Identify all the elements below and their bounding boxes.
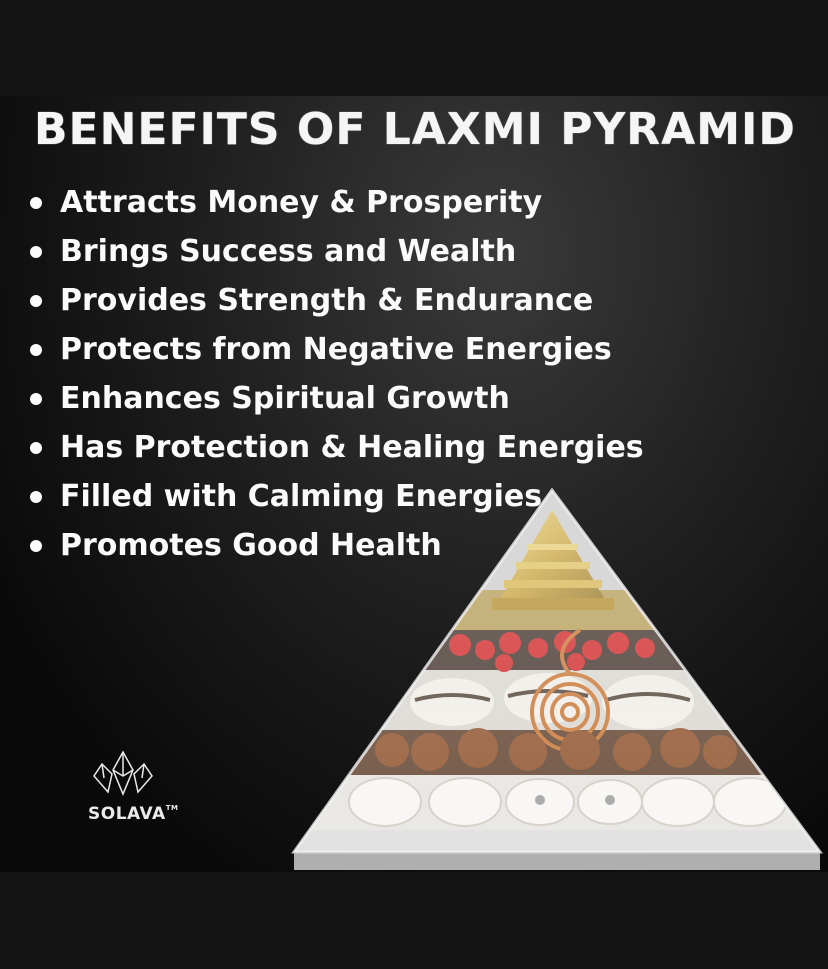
benefits-list: Attracts Money & Prosperity Brings Succe… — [30, 178, 644, 570]
list-item: Protects from Negative Energies — [30, 325, 644, 374]
bullet-icon — [30, 196, 42, 209]
bullet-icon — [30, 392, 42, 405]
trademark-mark: TM — [165, 804, 179, 812]
list-item: Has Protection & Healing Energies — [30, 423, 644, 472]
benefit-text: Provides Strength & Endurance — [60, 282, 594, 318]
crystal-logo-icon — [93, 750, 153, 796]
list-item: Filled with Calming Energies — [30, 472, 644, 521]
bullet-icon — [30, 343, 42, 356]
bullet-icon — [30, 539, 42, 552]
benefit-text: Filled with Calming Energies — [60, 478, 543, 514]
page-title: BENEFITS OF LAXMI PYRAMID — [34, 104, 796, 155]
list-item: Brings Success and Wealth — [30, 227, 644, 276]
bottom-band — [0, 872, 828, 969]
list-item: Attracts Money & Prosperity — [30, 178, 644, 227]
list-item: Provides Strength & Endurance — [30, 276, 644, 325]
list-item: Promotes Good Health — [30, 521, 644, 570]
list-item: Enhances Spiritual Growth — [30, 374, 644, 423]
benefit-text: Enhances Spiritual Growth — [60, 380, 510, 416]
dark-panel — [0, 96, 828, 872]
brand-logo: SOLAVATM — [88, 750, 178, 824]
bullet-icon — [30, 294, 42, 307]
benefit-text: Protects from Negative Energies — [60, 331, 612, 367]
brand-name-text: SOLAVA — [88, 804, 166, 824]
bullet-icon — [30, 245, 42, 258]
benefit-text: Promotes Good Health — [60, 527, 442, 563]
bullet-icon — [30, 441, 42, 454]
pyramid-image — [291, 487, 823, 870]
benefit-text: Brings Success and Wealth — [60, 233, 517, 269]
benefit-text: Has Protection & Healing Energies — [60, 429, 644, 465]
brand-name: SOLAVATM — [88, 804, 178, 824]
bullet-icon — [30, 490, 42, 503]
top-band — [0, 0, 828, 96]
benefit-text: Attracts Money & Prosperity — [60, 184, 543, 220]
